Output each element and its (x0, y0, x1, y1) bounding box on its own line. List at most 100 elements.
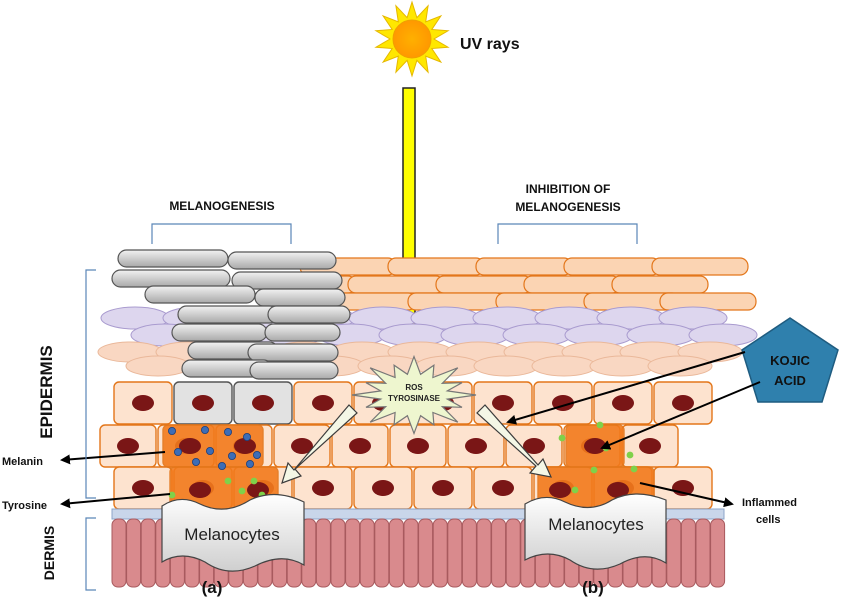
melanocyte-left: Melanocytes (161, 493, 305, 572)
melanin-cap-cell (117, 249, 229, 268)
dermis-papilla (388, 518, 404, 588)
dermis-papilla (345, 518, 361, 588)
dermis-papilla (476, 518, 492, 588)
inhibition-label-line2: MELANOGENESIS (515, 200, 620, 214)
cell-nucleus (584, 438, 606, 454)
cell-nucleus (612, 395, 634, 411)
cell-nucleus (349, 438, 371, 454)
melanin-caps (111, 249, 351, 380)
cell-nucleus (189, 482, 211, 498)
cell-nucleus (291, 438, 313, 454)
melanocytes-right-label: Melanocytes (548, 515, 643, 534)
epidermis-label: EPIDERMIS (37, 345, 56, 439)
granular-cell (658, 306, 728, 330)
inflammed-label-line1: Inflammed (742, 497, 797, 509)
spinous-cell (473, 355, 539, 377)
inhibition-bracket (497, 223, 638, 244)
dermis-papilla (695, 518, 711, 588)
cell-nucleus (432, 480, 454, 496)
spinous-cell (531, 355, 597, 377)
kojic-label-line2: ACID (774, 373, 806, 388)
dermis-bracket (85, 517, 96, 591)
cell-nucleus (132, 395, 154, 411)
melanin-granule (245, 459, 254, 468)
ros-tyrosinase-burst: ROS TYROSINASE (351, 354, 477, 436)
flat-cell (387, 257, 485, 276)
tyrosine-label: Tyrosine (2, 500, 47, 512)
dermis-papilla (666, 518, 682, 588)
dermis-papilla (111, 518, 127, 588)
ros-label: ROS (405, 383, 423, 392)
spinous-cell (125, 355, 191, 377)
tyrosine-dot (238, 487, 246, 495)
cell-nucleus (132, 480, 154, 496)
melanin-cap-cell (227, 251, 337, 270)
melanin-granule (252, 450, 261, 459)
melanin-arrow (60, 451, 166, 465)
dermis-papilla (403, 518, 419, 588)
epidermis-bracket (85, 269, 96, 499)
inflammed-label-line2: cells (756, 514, 780, 526)
inhibition-label-line1: INHIBITION OF (526, 182, 611, 196)
dermis-papilla (126, 518, 142, 588)
dermis-papilla (418, 518, 434, 588)
flat-cell (563, 257, 661, 276)
melanin-cap-cell (111, 269, 231, 288)
cell-nucleus (492, 395, 514, 411)
tyrosine-dot (558, 434, 566, 442)
panel-a-label: (a) (202, 578, 223, 597)
sun-icon (374, 0, 450, 78)
tyrosine-dot (626, 451, 634, 459)
melanogenesis-bracket (151, 223, 292, 244)
melanin-granule (205, 446, 214, 455)
tyrosine-dot (630, 465, 638, 473)
melanin-cap-cell (177, 305, 279, 324)
basement-membrane (111, 508, 725, 520)
uv-rays-label: UV rays (460, 36, 520, 53)
cell-nucleus (549, 482, 571, 498)
cell-nucleus (312, 480, 334, 496)
cell-nucleus (234, 438, 256, 454)
cell-nucleus (523, 438, 545, 454)
cell-nucleus (252, 395, 274, 411)
melanin-granule (191, 457, 200, 466)
tyrosine-dot (224, 477, 232, 485)
dermis-papilla (461, 518, 477, 588)
melanin-cap-cell (249, 361, 339, 380)
cell-nucleus (639, 438, 661, 454)
melanin-granule (173, 447, 182, 456)
tyrosine-dot (168, 491, 176, 499)
dermis-papilla (680, 518, 696, 588)
cell-nucleus (312, 395, 334, 411)
dermis-papilla (710, 518, 726, 588)
melanin-cap-cell (144, 285, 256, 304)
spinous-cell (589, 355, 655, 377)
melanin-label: Melanin (2, 456, 43, 468)
kojic-arrow-lower (600, 381, 761, 450)
melanin-cap-cell (171, 323, 268, 342)
cell-nucleus (407, 438, 429, 454)
melanin-granule (223, 427, 232, 436)
dermis-label: DERMIS (41, 526, 57, 580)
dermis-papilla (505, 518, 521, 588)
kojic-arrow-upper (506, 351, 746, 425)
tyrosine-arrow (60, 493, 171, 509)
cell-nucleus (672, 395, 694, 411)
melanin-cap-cell (267, 305, 351, 324)
kojic-acid-pentagon: KOJIC ACID (741, 317, 839, 403)
annotation-arrows (60, 351, 761, 509)
dermis-papilla (140, 518, 156, 588)
melanin-granule (242, 432, 251, 441)
cell-nucleus (465, 438, 487, 454)
cell-nucleus (117, 438, 139, 454)
panel-b-label: (b) (582, 578, 604, 597)
cell-nucleus (492, 480, 514, 496)
kojic-label-line1: KOJIC (770, 353, 810, 368)
tyrosine-dot (590, 466, 598, 474)
dermis-papilla (359, 518, 375, 588)
dermis-papilla (447, 518, 463, 588)
cell-nucleus (372, 480, 394, 496)
dermis-papilla (374, 518, 390, 588)
ros-arrow-right (476, 404, 553, 478)
